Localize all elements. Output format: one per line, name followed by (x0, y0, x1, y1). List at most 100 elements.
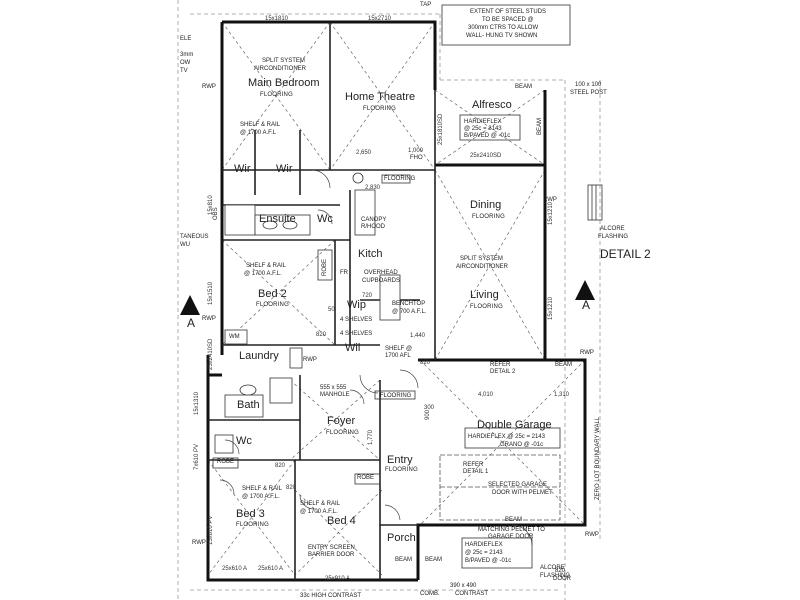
dimension-label: 15x1210 (548, 201, 554, 225)
rwp-label: RWP (202, 84, 216, 90)
fho-label: FHO (410, 155, 423, 161)
left-note: ELE (180, 36, 192, 42)
rwp-label: RWP (192, 540, 206, 546)
benchtop-note: @ 700 A.F.L. (392, 309, 427, 315)
hardieflex-note: B/PAVED @ -01c (464, 133, 511, 139)
dimension-label: 15x1210 (548, 296, 554, 320)
section-a-label: A (187, 316, 196, 330)
overhead-note: OVERHEAD (364, 270, 398, 276)
steel-studs-note: WALL- HUNG TV SHOWN (466, 33, 538, 39)
shelf-rail-note: @ 1700 A.F.L (240, 130, 277, 136)
room-wir: Wir (234, 163, 251, 175)
split-system-note: AIRCONDITIONER (254, 66, 307, 72)
room-flooring-label: FLOORING (256, 302, 289, 308)
washing-machine-label: WM (229, 334, 240, 340)
entry-screen-note: ENTRY SCREEN (308, 545, 355, 551)
dimension-label: 1,310 (554, 392, 570, 398)
hardieflex-note: @ 25c = 2143 (464, 126, 502, 132)
left-note: OW (180, 60, 191, 66)
dimension-label: 7x610 PV (194, 443, 200, 470)
room-bed-2: Bed 2 (258, 288, 287, 300)
shelf-rail-note: SHELF & RAIL (300, 501, 341, 507)
room-bath: Bath (237, 399, 260, 411)
pelmet-note: MATCHING PELMET TO (478, 527, 545, 533)
refer-note: DETAIL 1 (463, 469, 489, 475)
hardieflex-note: HARDIEFLEX (465, 542, 503, 548)
garage-door-note: DOOR WITH PELMET (492, 490, 553, 496)
dimension-label: 300 (424, 405, 435, 411)
note-boxes (212, 4, 571, 569)
dimension-label: 2,830 (365, 185, 381, 191)
room-wc: Wc (236, 435, 252, 447)
room-flooring-label: FLOORING (236, 522, 269, 528)
room-laundry: Laundry (239, 350, 279, 362)
beam-label: BEAM (505, 517, 523, 523)
room-double-garage: Double Garage (477, 419, 552, 431)
external-walls (206, 20, 587, 582)
flooring-box-label: FLOORING (384, 176, 416, 182)
room-dining: Dining (470, 199, 502, 211)
beam-label: BEAM (515, 84, 533, 90)
alcore-note: FLASHING (540, 573, 571, 579)
benchtop-note: BENCHTOP (392, 301, 426, 307)
tap-label: TAP (420, 2, 432, 8)
room-alfresco: Alfresco (472, 99, 512, 111)
shelves-note: 4 SHELVES (340, 331, 373, 337)
dimension-label: 15x1310 (194, 391, 200, 415)
room-wil: Wil (345, 342, 361, 354)
rwp-label: RWP (202, 316, 216, 322)
room-flooring-label: FLOORING (472, 214, 505, 220)
contrast-note: CONTRAST (455, 591, 488, 597)
pelmet-note: GARAGE DOOR (488, 534, 534, 540)
beam-label: BEAM (395, 557, 413, 563)
dimension-label: 25x610 A (222, 566, 248, 572)
alcore-note: ALCORE (600, 226, 625, 232)
room-living: Living (470, 289, 499, 301)
diagonal-guides (207, 21, 586, 576)
manhole-note: 555 x 555 (320, 385, 347, 391)
split-system-note: SPLIT SYSTEM (460, 256, 503, 262)
shelf-note: 1700 AFL (385, 353, 411, 359)
dimension-label: 900 (425, 409, 431, 420)
door-label: 820 (555, 568, 566, 574)
flooring-box-label: FLOORING (380, 393, 412, 399)
shelf-note: SHELF @ (385, 346, 413, 352)
alcore-note: FLASHING (598, 234, 629, 240)
dimension-label: 50 (328, 307, 335, 313)
room-flooring-label: FLOORING (326, 430, 359, 436)
hardieflex-note: HARDIEFLEX @ 25c = 2143 (468, 434, 545, 440)
dimension-label: 4,010 (478, 392, 494, 398)
split-system-note: AIRCONDITIONER (456, 264, 509, 270)
beam-label: BEAM (555, 362, 573, 368)
hardieflex-note: @ 25c = 2143 (465, 550, 503, 556)
canopy-note: CANOPY (361, 217, 387, 223)
dimension-label: 820 (286, 485, 297, 491)
fixtures (214, 172, 401, 454)
steel-post-note: STEEL POST (570, 90, 607, 96)
garage-door (439, 454, 561, 521)
section-markers (180, 280, 595, 315)
dimension-label: 25x2410SD (208, 338, 214, 370)
dimension-label: 820 (275, 463, 286, 469)
split-system-note: SPLIT SYSTEM (262, 58, 305, 64)
dimension-label: 1,440 (410, 333, 426, 339)
boundary-lines (177, 0, 601, 600)
rwp-label: RWP (585, 532, 599, 538)
room-main-bedroom: Main Bedroom (248, 77, 320, 89)
cupboards-note: CUPBOARDS (362, 278, 401, 284)
detail-2-label: DETAIL 2 (600, 247, 651, 261)
robe-label: ROBE (217, 459, 235, 465)
hardieflex-note: HARDIEFLEX (464, 119, 502, 125)
steel-post-note: 100 x 100 (575, 82, 602, 88)
alcore-note: ALCORE (540, 565, 565, 571)
room-ensuite: Ensuite (259, 213, 296, 225)
steel-studs-note: 300mm CTRS TO ALLOW (468, 25, 539, 31)
comb-note: COMB. (420, 591, 440, 597)
shelf-rail-note: SHELF & RAIL (242, 486, 283, 492)
shelf-rail-note: SHELF & RAIL (240, 122, 281, 128)
room-foyer: Foyer (327, 415, 356, 427)
room-porch: Porch (387, 532, 416, 544)
room-bed-3: Bed 3 (236, 508, 265, 520)
left-note: TANEOUS (180, 234, 209, 240)
